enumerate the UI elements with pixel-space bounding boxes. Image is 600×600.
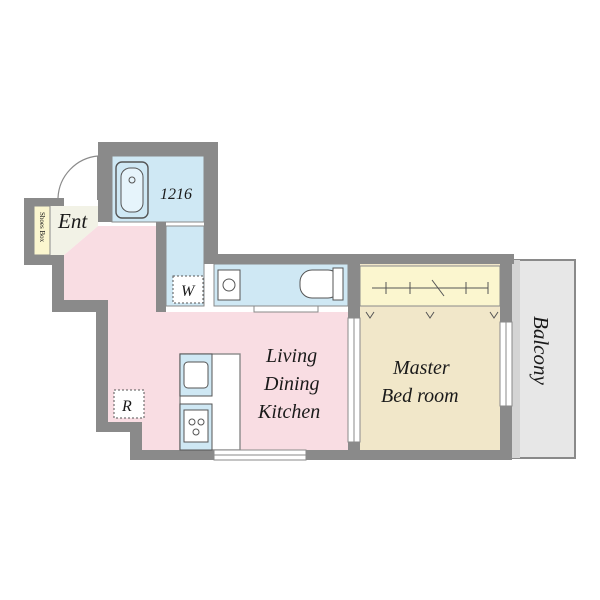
closet — [359, 265, 501, 307]
walls — [24, 142, 514, 460]
bath-label: 1216 — [160, 186, 192, 203]
balcony-label: Balcony — [529, 316, 553, 385]
sink — [217, 269, 241, 301]
ldk-label-line3: Kitchen — [257, 401, 320, 423]
window-top-ldk — [253, 305, 319, 313]
ldk-label-line2: Dining — [263, 373, 320, 395]
washer-label: W — [181, 283, 196, 300]
balcony-area — [509, 259, 576, 459]
washer-box — [172, 275, 204, 304]
ldk-label-line1: Living — [265, 345, 317, 367]
closet-doors — [365, 279, 499, 319]
entrance-label: Ent — [57, 209, 88, 233]
master-label-line1: Master — [392, 357, 450, 379]
entrance-door-swing — [57, 155, 99, 199]
shoes-box — [33, 205, 51, 256]
fridge-box — [113, 389, 145, 419]
shoes-box-label: Shoes Box — [38, 212, 46, 243]
master-label-line2: Bed room — [381, 385, 459, 407]
balcony-rail — [510, 260, 520, 458]
fridge-label: R — [121, 398, 132, 415]
